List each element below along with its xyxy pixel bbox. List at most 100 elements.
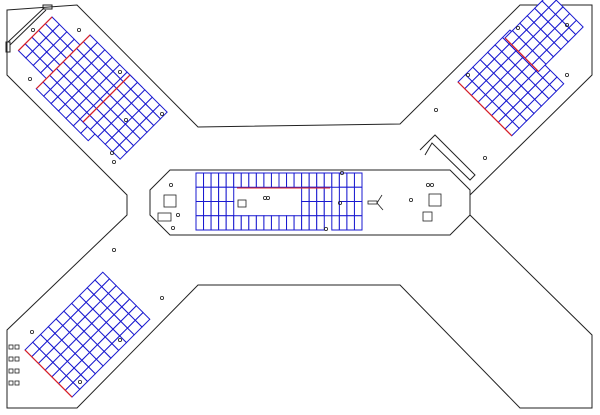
solar-panel (308, 186, 318, 202)
roof-unit-box (14, 368, 20, 374)
solar-panel (240, 172, 250, 188)
vent-circle (429, 182, 434, 187)
array-bottom-left (24, 271, 151, 398)
solar-panel (195, 201, 205, 217)
solar-panel (278, 172, 288, 188)
roof-unit-box (8, 368, 14, 374)
solar-panel (248, 215, 257, 231)
solar-panel (338, 215, 348, 231)
parapet-top-left-inner (9, 9, 47, 46)
solar-panel (316, 172, 325, 188)
roof-unit-box (14, 356, 20, 362)
vent-circle (112, 159, 117, 164)
array-edge-marker (82, 74, 131, 123)
solar-panel (308, 201, 318, 217)
roof-unit-box (157, 212, 172, 222)
solar-panel (225, 186, 235, 202)
solar-panel (346, 186, 355, 202)
array-edge-marker (457, 81, 513, 137)
solar-panel (323, 201, 333, 217)
vent-circle (112, 247, 117, 252)
solar-panel (111, 144, 128, 160)
hatch-left (5, 41, 11, 53)
solar-panel (346, 172, 355, 188)
vent-circle (29, 329, 34, 334)
array-top-right-1 (457, 29, 565, 137)
vent-circle (168, 182, 173, 187)
solar-panel (278, 215, 288, 231)
solar-panel (301, 215, 310, 231)
vent-circle (118, 337, 123, 342)
array-edge-marker (35, 34, 91, 90)
solar-panel (293, 172, 303, 188)
solar-panel (218, 201, 227, 217)
building-outline (5, 4, 593, 409)
solar-panel (203, 172, 212, 188)
vent-circle (465, 73, 470, 78)
solar-panel (346, 215, 355, 231)
center-roof-section (149, 169, 471, 236)
solar-panel (263, 215, 272, 231)
roof-unit-box (237, 199, 247, 208)
solar-panel (338, 201, 348, 217)
solar-panel (218, 172, 227, 188)
solar-panel (210, 201, 220, 217)
vent-circle (339, 170, 344, 175)
array-top-left-3 (82, 74, 168, 160)
solar-panel (353, 172, 363, 188)
solar-panel-arrays (17, 0, 584, 398)
vent-circle (124, 118, 129, 123)
solar-panel (301, 201, 310, 217)
solar-panel (316, 201, 325, 217)
solar-panel (210, 172, 220, 188)
solar-panel (195, 186, 205, 202)
array-edge-marker (17, 16, 53, 52)
vent-circle (175, 212, 180, 217)
array-edge-marker (24, 349, 73, 398)
solar-panel (323, 186, 333, 202)
vent-circle (425, 182, 430, 187)
roof-unit-box (422, 211, 433, 222)
vent-circle (170, 225, 175, 230)
roof-unit-box (8, 356, 14, 362)
solar-panel (308, 215, 318, 231)
roof-unit-box (14, 380, 20, 386)
roof-unit-box (14, 344, 20, 350)
solar-panel (316, 186, 325, 202)
solar-panel (323, 172, 333, 188)
solar-panel (353, 186, 363, 202)
vent-circle (110, 150, 115, 155)
solar-panel (255, 215, 265, 231)
solar-panel (210, 186, 220, 202)
hatch-top-left (42, 4, 53, 10)
fan-housing (367, 200, 378, 205)
solar-panel (270, 172, 280, 188)
solar-panel (316, 215, 325, 231)
array-edge-marker (504, 37, 540, 73)
solar-panel (568, 19, 584, 36)
solar-panel (233, 215, 242, 231)
fan-blade (376, 202, 384, 211)
solar-panel (338, 172, 348, 188)
solar-panel (353, 201, 363, 217)
solar-panel (210, 215, 220, 231)
vent-circle (337, 200, 342, 205)
solar-panel (203, 215, 212, 231)
solar-panel (203, 186, 212, 202)
vent-circle (433, 108, 438, 113)
solar-panel (255, 172, 265, 188)
solar-panel (225, 201, 235, 217)
fan-blade (376, 194, 383, 204)
solar-panel (548, 76, 565, 92)
vent-circle (565, 73, 570, 78)
vent-circle (159, 295, 164, 300)
roof-unit-box (428, 193, 442, 207)
solar-panel (134, 311, 151, 328)
solar-panel (248, 172, 257, 188)
solar-panel (353, 215, 363, 231)
vent-circle (408, 197, 413, 202)
solar-panel (218, 186, 227, 202)
solar-panel (308, 172, 318, 188)
